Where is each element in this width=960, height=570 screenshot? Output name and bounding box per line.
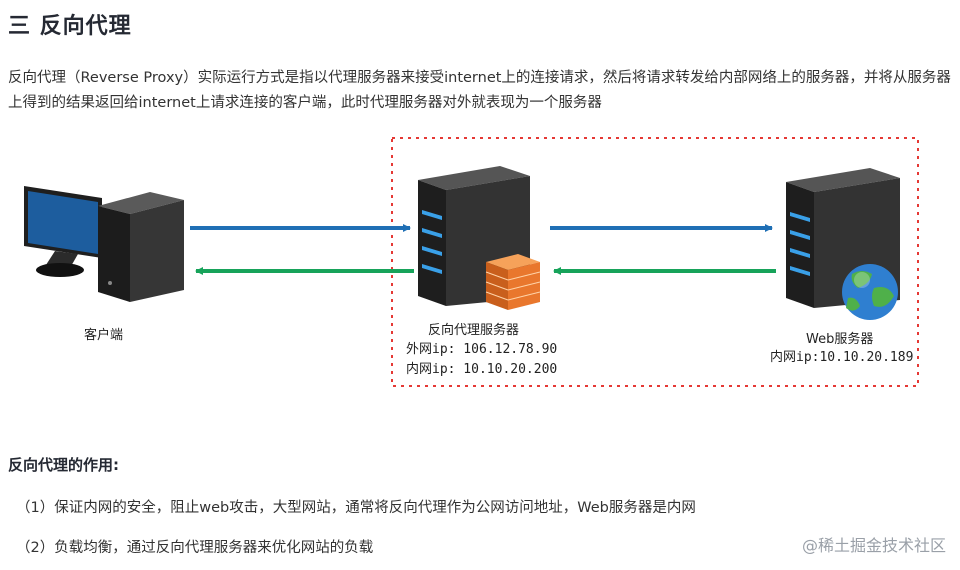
globe-icon (842, 264, 898, 320)
roles-heading: 反向代理的作用: (8, 456, 119, 474)
watermark-text: @稀土掘金技术社区 (801, 536, 946, 555)
intro-paragraph: 反向代理（Reverse Proxy）实际运行方式是指以代理服务器来接受inte… (8, 70, 951, 111)
desktop-computer-icon (24, 186, 184, 302)
role-item-2: （2）负载均衡，通过反向代理服务器来优化网站的负载 (16, 540, 374, 556)
proxy-internal-ip: 内网ip: 10.10.20.200 (406, 362, 558, 377)
client-label: 客户端 (84, 328, 124, 343)
internal-network-boundary (391, 137, 919, 387)
diagram-canvas (24, 137, 919, 387)
firewall-icon (485, 254, 541, 310)
web-internal-ip: 内网ip:10.10.20.189 (770, 350, 914, 365)
proxy-label: 反向代理服务器 (428, 323, 520, 338)
reverse-proxy-diagram: 客户端 反向代理服务器 外网ip: 106.12.78.90 内网ip: 10.… (0, 128, 960, 398)
proxy-external-ip: 外网ip: 106.12.78.90 (406, 342, 558, 357)
web-server-label: Web服务器 (806, 332, 874, 347)
role-item-1: （1）保证内网的安全，阻止web攻击，大型网站，通常将反向代理作为公网访问地址，… (16, 500, 696, 516)
section-title: 三 反向代理 (8, 14, 132, 39)
